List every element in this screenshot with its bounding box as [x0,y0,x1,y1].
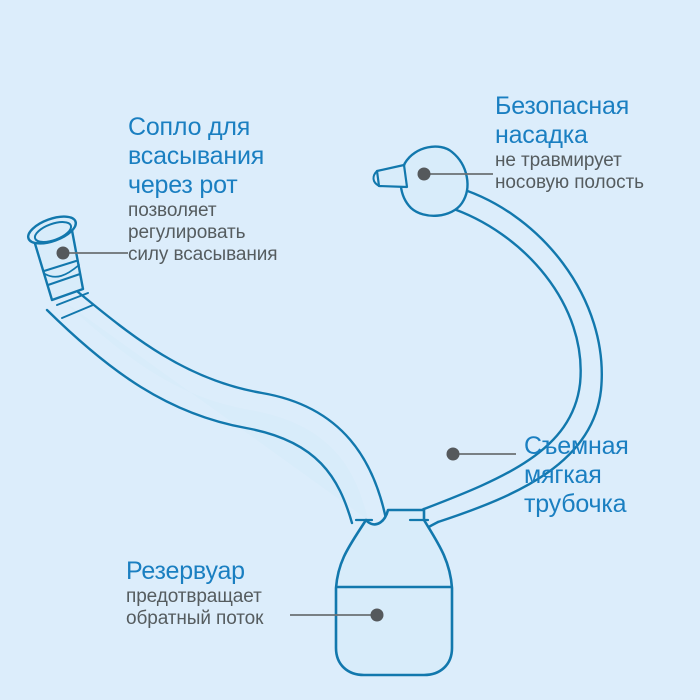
reservoir-sub-line1: предотвращает [126,586,262,607]
mouthpiece-sub-line3: силу всасывания [128,244,278,265]
callout-markers [56,167,460,622]
reservoir-bulb-shape [334,508,454,677]
mouthpiece-heading-line1: Сопло для [128,113,251,141]
safe-tip-heading-line2: насадка [495,121,588,149]
mouthpiece-heading-line3: через рот [128,171,238,199]
mouthpiece-sub-line1: позволяет [128,200,217,221]
safe-tip-marker [417,167,431,181]
reservoir-heading-line1: Резервуар [126,557,245,585]
mouthpiece-heading-line2: всасывания [128,142,265,170]
callout-leaders [63,173,516,616]
safe-nasal-tip-shape [372,145,469,217]
callout-reservoir: Резервуар предотвращает обратный поток [126,557,263,630]
callout-safe-nasal-tip: Безопасная насадка не травмирует носовую… [495,92,644,194]
reservoir-sub-line2: обратный поток [126,608,264,629]
safe-tip-sub-line2: носовую полость [495,172,644,193]
safe-tip-heading-line1: Безопасная [495,92,630,120]
safe-tip-sub-line1: не травмирует [495,150,622,171]
mouthpiece-sub-line2: регулировать [128,222,246,243]
mouthpiece-marker [56,246,70,260]
callout-removable-soft-tube: Съемная мягкая трубочка [524,432,629,519]
mouth-suction-tube [45,290,388,525]
soft-tube-heading-line2: мягкая [524,461,602,489]
soft-tube-heading-line1: Съемная [524,432,629,460]
callout-mouth-suction-nozzle: Сопло для всасывания через рот позволяет… [128,113,278,266]
reservoir-marker [370,608,384,622]
mouth-nozzle-shape [27,215,94,319]
soft-tube-marker [446,447,460,461]
soft-tube-heading-line3: трубочка [524,490,627,518]
